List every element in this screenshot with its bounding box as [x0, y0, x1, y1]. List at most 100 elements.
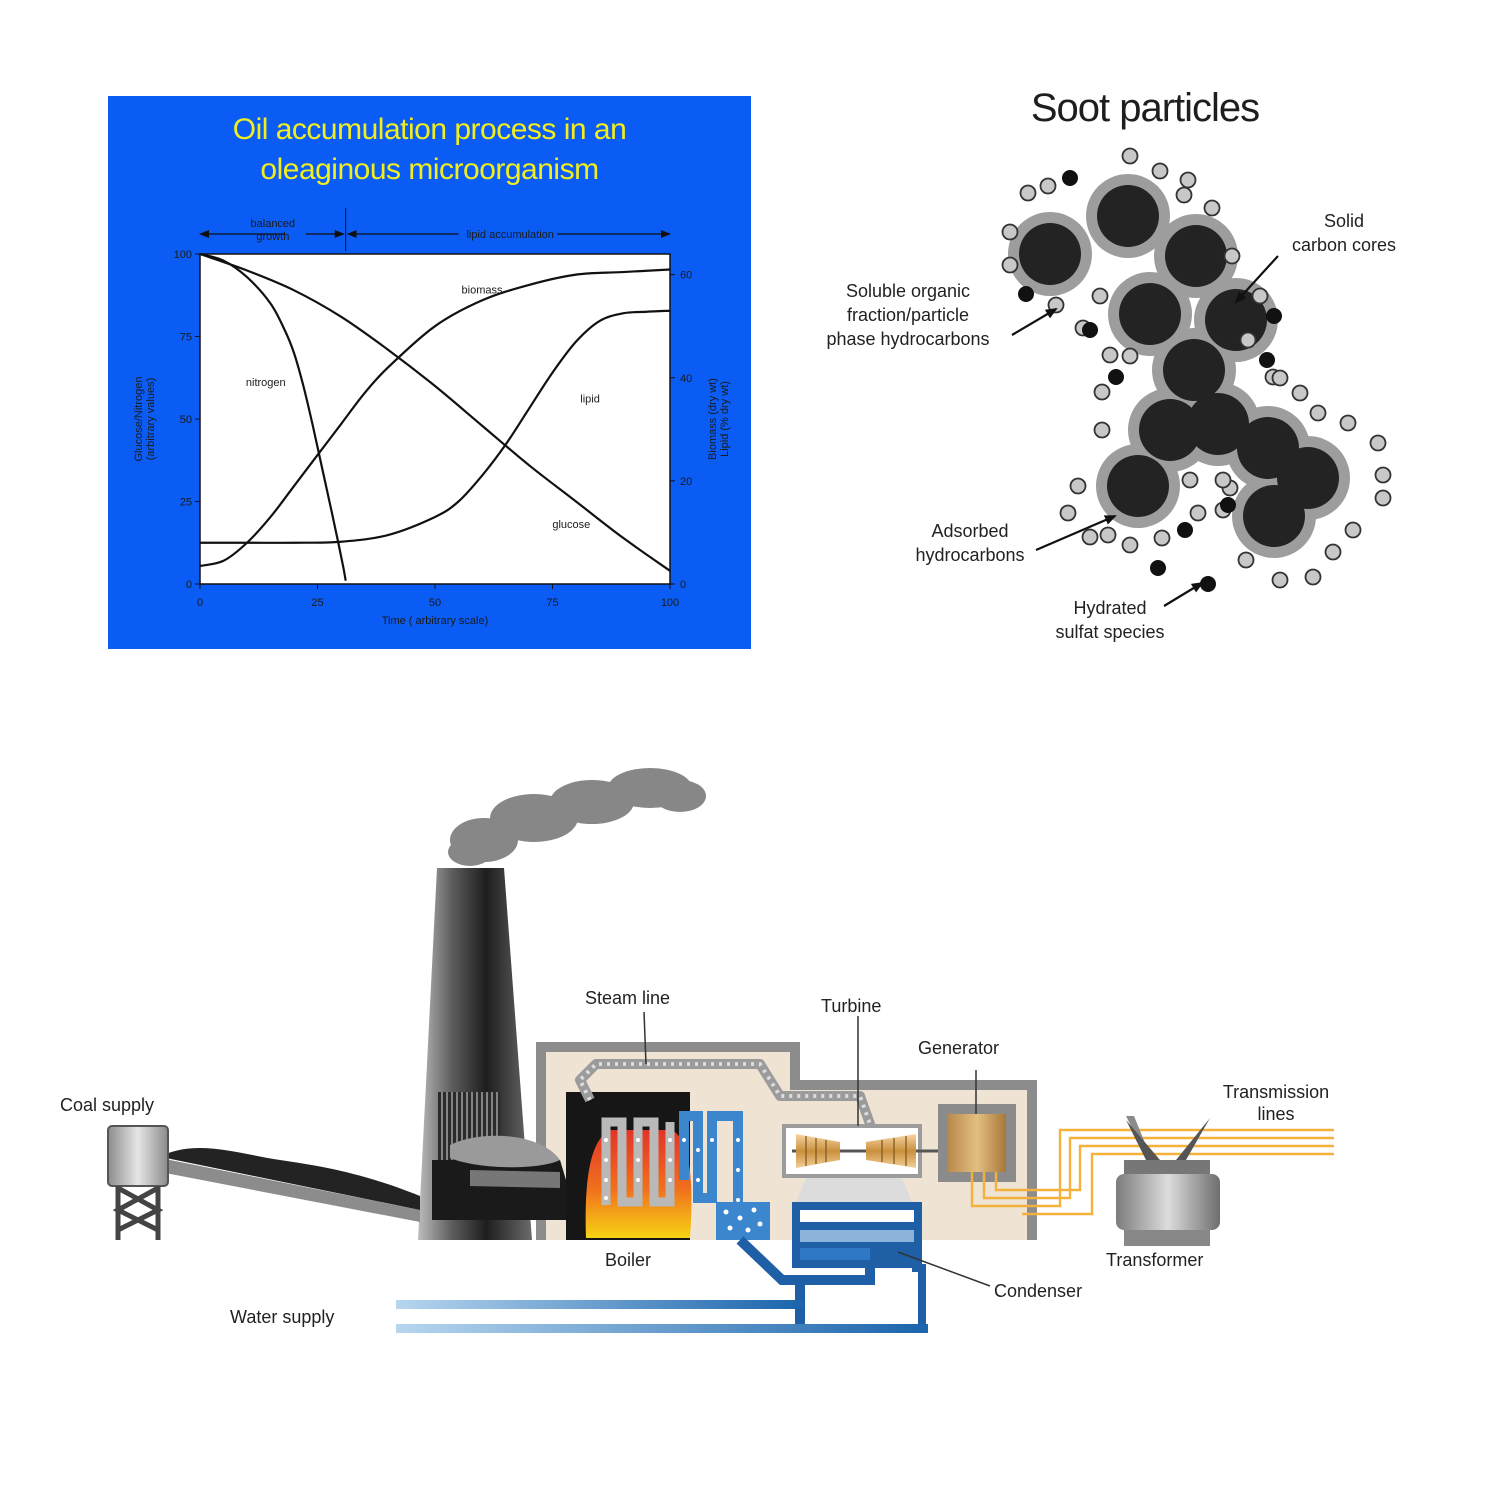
phase-label-balanced-2: growth: [256, 231, 289, 243]
arrow-solid-cores: [1234, 255, 1279, 304]
y-left-axis-label-1: Glucose/Nitrogen: [133, 377, 145, 462]
plot-area: [199, 253, 671, 585]
smoke-cloud: [448, 768, 706, 866]
x-tick-label-1: 25: [311, 597, 323, 609]
y-left-tick-label-2: 50: [180, 414, 192, 426]
y-left-tick-label-0: 0: [186, 579, 192, 591]
arrow-sulfate: [1163, 581, 1204, 607]
x-tick-label-3: 75: [546, 597, 558, 609]
y-right-axis-label-2: Lipid (% dry wt): [719, 381, 731, 457]
label-turbine: Turbine: [821, 996, 881, 1016]
carbon-core: [1019, 223, 1081, 285]
label-sulfate-line1: Hydrated: [1073, 598, 1146, 618]
x-tick-label-4: 100: [661, 597, 679, 609]
phase-label-balanced-1: balanced: [251, 218, 296, 230]
sulfate-dot: [1108, 369, 1124, 385]
soot-diagram: Solid carbon cores Soluble organic fract…: [826, 147, 1396, 642]
x-tick-label-2: 50: [429, 597, 441, 609]
boiler: [566, 1092, 770, 1240]
chart-title: Oil accumulation process in an oleaginou…: [108, 110, 751, 190]
x-axis-label: Time ( arbitrary scale): [382, 615, 489, 627]
hydrocarbon-droplet: [1237, 551, 1255, 569]
hydrocarbon-droplet: [1324, 543, 1342, 561]
label-adsorbed-line2: hydrocarbons: [915, 545, 1024, 565]
hydrocarbon-droplet: [1093, 383, 1111, 401]
hydrocarbon-droplet: [1001, 223, 1019, 241]
hydrocarbon-droplet: [1091, 287, 1109, 305]
carbon-core: [1165, 225, 1227, 287]
curve-label-lipid: lipid: [580, 394, 600, 406]
y-right-tick-label-0: 0: [680, 579, 686, 591]
hydrocarbon-droplet: [1121, 347, 1139, 365]
chimney-stack: [418, 868, 578, 1240]
y-left-tick-label-1: 25: [180, 497, 192, 509]
generator: [938, 1070, 1016, 1182]
hydrocarbon-droplet: [1153, 529, 1171, 547]
sulfate-dot: [1062, 170, 1078, 186]
carbon-cores: [1019, 185, 1339, 547]
hydrocarbon-droplet: [1374, 466, 1392, 484]
label-water-supply: Water supply: [230, 1307, 334, 1327]
y-right-tick-label-3: 60: [680, 270, 692, 282]
sulfate-dot: [1220, 497, 1236, 513]
sulfate-dot: [1200, 576, 1216, 592]
sulfate-dot: [1082, 322, 1098, 338]
hydrocarbon-droplet: [1339, 414, 1357, 432]
chart-title-line-1: Oil accumulation process in an: [232, 113, 627, 146]
y-right-axis-label-1: Biomass (dry wt): [707, 378, 719, 460]
label-transformer: Transformer: [1106, 1250, 1203, 1270]
hydrocarbon-droplet: [1059, 504, 1077, 522]
y-right-tick-label-2: 40: [680, 373, 692, 385]
label-transmission-line2: lines: [1257, 1104, 1294, 1124]
hydrocarbon-droplet: [1304, 568, 1322, 586]
label-coal-supply: Coal supply: [60, 1095, 154, 1115]
phase-label-lipid: lipid accumulation: [466, 229, 553, 241]
y-left-axis-label-2: (arbitrary values): [145, 378, 157, 461]
label-transmission-line1: Transmission: [1223, 1082, 1329, 1102]
label-soluble-line3: phase hydrocarbons: [826, 329, 989, 349]
sulfate-dots: [1018, 170, 1282, 592]
power-plant-diagram: Coal supply Steam line Turbine Generator…: [60, 768, 1334, 1333]
series-biomass-line: [199, 268, 671, 568]
carbon-core: [1139, 399, 1201, 461]
series-nitrogen-line: [199, 252, 347, 581]
sulfate-dot: [1266, 308, 1282, 324]
carbon-core: [1119, 283, 1181, 345]
soot-particles-panel: Soot particles Solid carbon cores Solubl…: [800, 80, 1450, 660]
transmission-wires: [970, 1128, 1334, 1216]
soot-arrows: [1011, 255, 1279, 607]
hydrocarbon-droplet: [1175, 186, 1193, 204]
label-solid-line1: Solid: [1324, 211, 1364, 231]
soot-title: Soot particles: [1030, 86, 1260, 130]
hydrocarbon-droplet: [1223, 247, 1241, 265]
hydrocarbon-droplet: [1271, 369, 1289, 387]
steam-line: [575, 1011, 875, 1136]
label-solid-line2: carbon cores: [1292, 235, 1396, 255]
hydrocarbon-droplet: [1291, 384, 1309, 402]
hydrocarbon-droplet: [1039, 177, 1057, 195]
curve-label-glucose: glucose: [552, 519, 590, 531]
transformer: [1116, 1116, 1220, 1246]
hydrocarbon-droplet: [1344, 521, 1362, 539]
hydrocarbon-droplet: [1081, 528, 1099, 546]
chart-title-line-2: oleaginous microorganism: [260, 153, 599, 186]
carbon-core: [1187, 393, 1249, 455]
power-plant-panel: Coal supply Steam line Turbine Generator…: [0, 740, 1500, 1380]
hydrocarbon-droplet: [1309, 404, 1327, 422]
coal-conveyor: [107, 1125, 420, 1240]
hydrocarbon-droplet: [1099, 526, 1117, 544]
hydrocarbon-droplet: [1369, 434, 1387, 452]
hydrocarbon-droplet: [1214, 471, 1232, 489]
label-condenser: Condenser: [994, 1281, 1082, 1301]
hydrocarbon-droplet: [1069, 477, 1087, 495]
condenser: [792, 1202, 991, 1287]
hydrocarbon-droplet: [1179, 171, 1197, 189]
series-lipid-line: [200, 309, 671, 544]
turbine: [782, 1016, 940, 1202]
arrow-soluble: [1011, 307, 1058, 336]
hydrocarbon-droplet: [1001, 256, 1019, 274]
label-steam-line: Steam line: [585, 988, 670, 1008]
label-soluble-line2: fraction/particle: [847, 305, 969, 325]
hydrocarbon-droplet: [1239, 331, 1257, 349]
